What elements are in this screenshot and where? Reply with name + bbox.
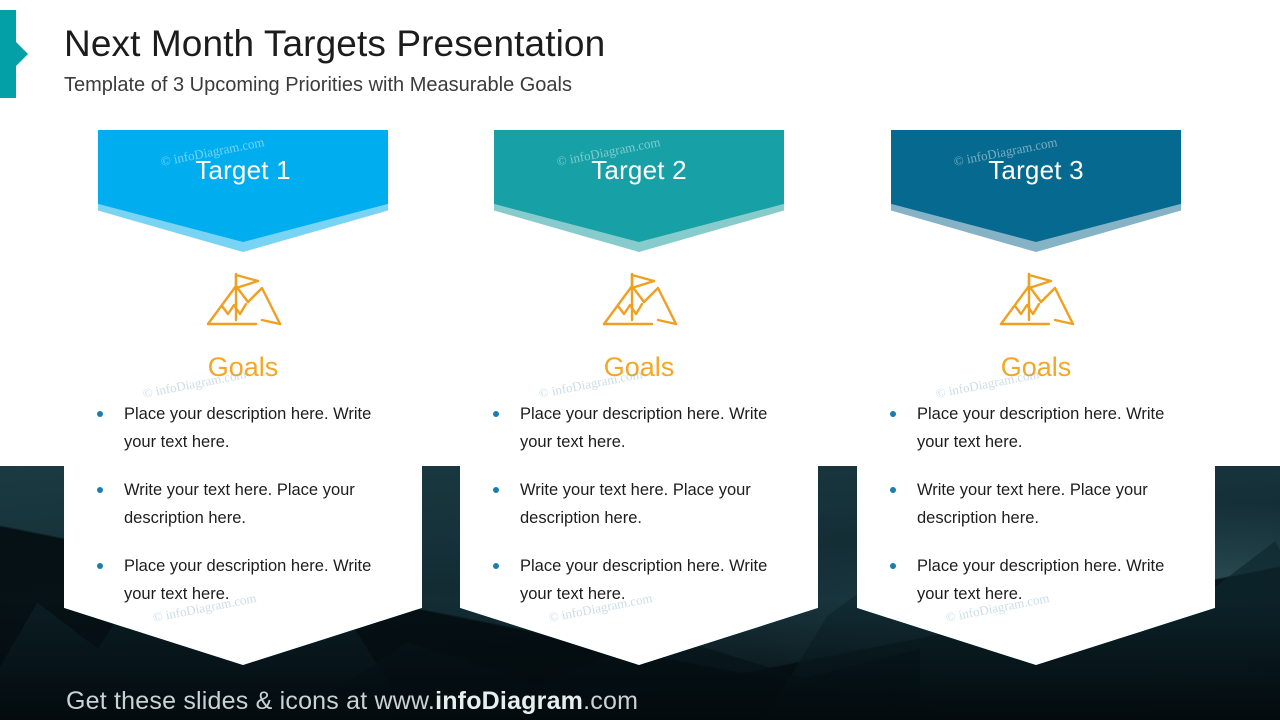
footer-credit[interactable]: Get these slides & icons at www.infoDiag… xyxy=(66,687,638,716)
target-card-2[interactable]: © infoDiagram.com Target 2 Goals © infoD… xyxy=(460,130,818,665)
mountain-flag-icon xyxy=(64,268,422,334)
mountain-flag-icon xyxy=(857,268,1215,334)
list-item: Place your description here. Write your … xyxy=(484,400,796,456)
list-item-text: Place your description here. Write your … xyxy=(124,557,372,603)
page-title: Next Month Targets Presentation xyxy=(64,23,606,64)
bullet-dot-icon xyxy=(97,411,103,417)
bullet-list: Place your description here. Write your … xyxy=(881,400,1193,628)
bullet-list: Place your description here. Write your … xyxy=(484,400,796,628)
list-item: Place your description here. Write your … xyxy=(88,400,400,456)
accent-bar xyxy=(0,10,16,98)
list-item: Place your description here. Write your … xyxy=(881,400,1193,456)
footer-suffix: .com xyxy=(583,687,639,715)
list-item-text: Place your description here. Write your … xyxy=(520,557,768,603)
list-item-text: Place your description here. Write your … xyxy=(124,405,372,451)
list-item: Write your text here. Place your descrip… xyxy=(881,476,1193,532)
list-item: Write your text here. Place your descrip… xyxy=(484,476,796,532)
accent-arrow-icon xyxy=(14,40,28,68)
list-item-text: Place your description here. Write your … xyxy=(917,405,1165,451)
bullet-dot-icon xyxy=(493,563,499,569)
footer-brand: infoDiagram xyxy=(435,687,584,715)
target-card-1[interactable]: © infoDiagram.com Target 1 Goals © infoD… xyxy=(64,130,422,665)
footer-prefix: Get these slides & icons at www. xyxy=(66,687,436,715)
bullet-dot-icon xyxy=(890,411,896,417)
bullet-dot-icon xyxy=(97,487,103,493)
page-subtitle: Template of 3 Upcoming Priorities with M… xyxy=(64,74,572,96)
list-item-text: Write your text here. Place your descrip… xyxy=(520,481,751,527)
bullet-dot-icon xyxy=(97,563,103,569)
bullet-dot-icon xyxy=(493,411,499,417)
list-item: Place your description here. Write your … xyxy=(484,552,796,608)
bullet-dot-icon xyxy=(493,487,499,493)
list-item-text: Place your description here. Write your … xyxy=(917,557,1165,603)
bullet-dot-icon xyxy=(890,563,896,569)
section-label: Goals xyxy=(603,352,675,382)
list-item: Place your description here. Write your … xyxy=(88,552,400,608)
list-item-text: Write your text here. Place your descrip… xyxy=(124,481,355,527)
list-item: Write your text here. Place your descrip… xyxy=(88,476,400,532)
target-card-3[interactable]: © infoDiagram.com Target 3 Goals © infoD… xyxy=(857,130,1215,665)
list-item-text: Place your description here. Write your … xyxy=(520,405,768,451)
section-label: Goals xyxy=(207,352,279,382)
list-item-text: Write your text here. Place your descrip… xyxy=(917,481,1148,527)
bullet-dot-icon xyxy=(890,487,896,493)
list-item: Place your description here. Write your … xyxy=(881,552,1193,608)
mountain-flag-icon xyxy=(460,268,818,334)
section-label: Goals xyxy=(1000,352,1072,382)
bullet-list: Place your description here. Write your … xyxy=(88,400,400,628)
